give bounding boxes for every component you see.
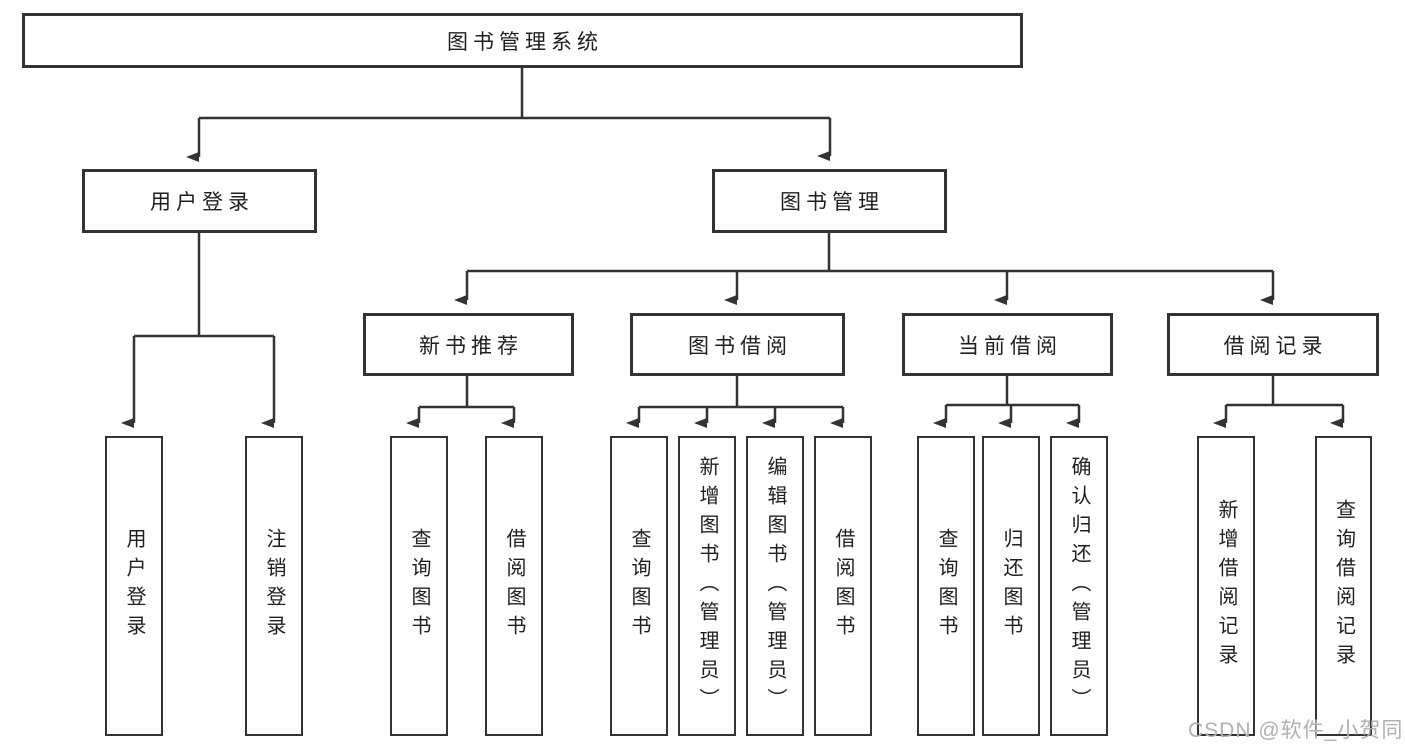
leaf-label: 借阅图书 [503, 528, 525, 644]
leaf-br-query-record: 查询借阅记录 [1315, 436, 1372, 736]
leaf-label: 新增图书（管理员） [696, 455, 718, 717]
leaf-br-add-record: 新增借阅记录 [1197, 436, 1255, 736]
leaf-label: 查询借阅记录 [1332, 499, 1355, 673]
node-book-borrow: 图书借阅 [630, 313, 845, 376]
leaf-user-login: 用户登录 [105, 436, 163, 736]
leaf-label: 编辑图书（管理员） [764, 455, 786, 717]
node-library-system: 图书管理系统 [22, 13, 1023, 68]
node-new-book-recommend: 新书推荐 [363, 313, 574, 376]
leaf-label: 查询图书 [628, 528, 650, 644]
leaf-bb-add-books-admin: 新增图书（管理员） [678, 436, 736, 736]
node-current-borrow: 当前借阅 [902, 313, 1113, 376]
node-user-login: 用户登录 [82, 169, 317, 233]
leaf-bb-borrow-books: 借阅图书 [814, 436, 872, 736]
leaf-cb-query-books: 查询图书 [917, 436, 975, 736]
leaf-nb-borrow-books: 借阅图书 [485, 436, 543, 736]
leaf-cb-confirm-return-admin: 确认归还（管理员） [1050, 436, 1108, 736]
leaf-label: 归还图书 [1000, 528, 1022, 644]
leaf-bb-query-books: 查询图书 [610, 436, 668, 736]
leaf-label: 用户登录 [123, 528, 145, 644]
leaf-nb-query-books: 查询图书 [390, 436, 448, 736]
leaf-label: 查询图书 [408, 528, 430, 644]
node-book-management: 图书管理 [712, 169, 947, 233]
leaf-label: 查询图书 [935, 528, 957, 644]
leaf-bb-edit-books-admin: 编辑图书（管理员） [746, 436, 804, 736]
leaf-cb-return-books: 归还图书 [982, 436, 1040, 736]
leaf-label: 确认归还（管理员） [1068, 455, 1090, 717]
leaf-logout: 注销登录 [245, 436, 303, 736]
leaf-label: 新增借阅记录 [1215, 499, 1237, 673]
node-borrow-records: 借阅记录 [1167, 313, 1379, 376]
leaf-label: 借阅图书 [832, 528, 854, 644]
leaf-label: 注销登录 [263, 528, 285, 644]
csdn-watermark: CSDN @软件_小贺同学 [1188, 719, 1405, 742]
